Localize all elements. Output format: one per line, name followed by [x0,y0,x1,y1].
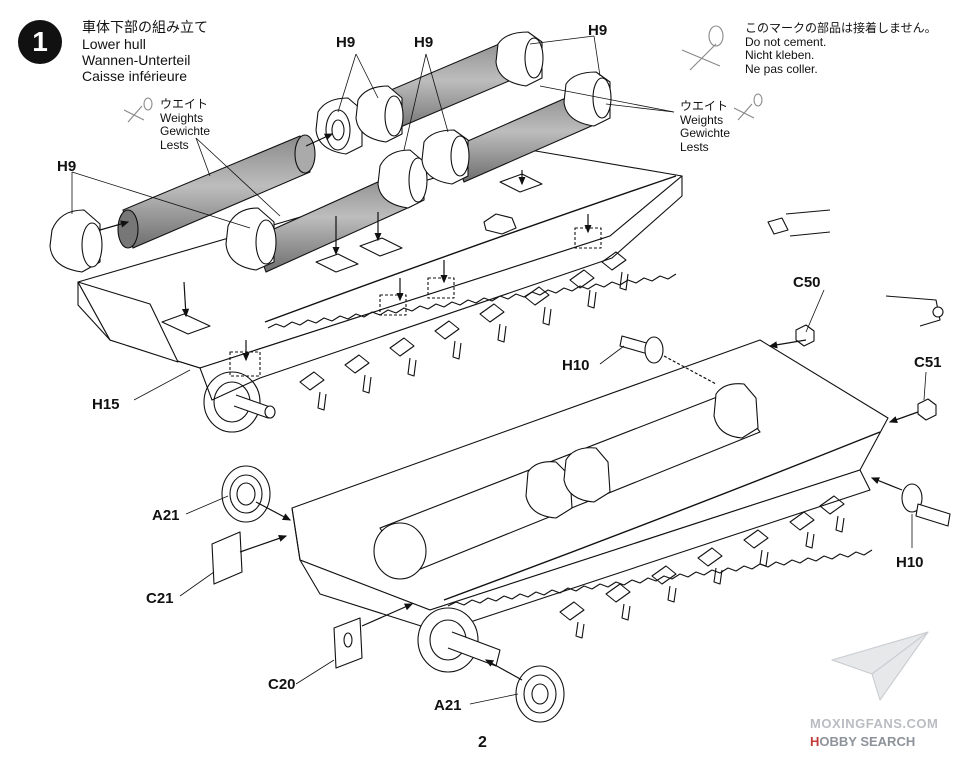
step-title-en: Lower hull [82,36,146,52]
watermark-brand-text: OBBY SEARCH [819,734,916,749]
watermark-brand: HOBBY SEARCH [810,734,915,749]
step-number: 1 [32,26,48,57]
weights-left-fr: Lests [160,137,189,152]
part-label-c51: C51 [914,354,942,371]
part-label-h9: H9 [588,22,608,39]
part-label-h9: H9 [57,158,77,175]
part-label-c21: C21 [146,590,174,607]
step-number-badge: 1 [18,20,62,64]
no-cement-jp: このマークの部品は接着しません。 [745,21,937,35]
weights-left-de: Gewichte [160,124,211,138]
step-title-fr: Caisse inférieure [82,68,188,84]
weights-left-jp: ウエイト [160,97,209,111]
part-label-h9: H9 [336,34,356,51]
small-parts [211,209,951,723]
part-label-a21: A21 [434,697,462,714]
part-label-h10: H10 [562,357,590,374]
h9-caps [49,31,612,273]
part-label-a21: A21 [152,507,180,524]
part-label-c50: C50 [793,274,821,291]
lower-hull-half [291,339,889,673]
weights-callout-right: ウエイト Weights Gewichte Lests [680,99,731,154]
watermark-site: MOXINGFANS.COM [810,716,939,731]
weights-right-en: Weights [680,112,724,127]
weights-right-de: Gewichte [680,126,731,140]
upper-hull-half [77,149,683,433]
part-label-h9: H9 [414,34,434,51]
leader-lines [71,35,927,705]
assembly-arrows [99,133,919,681]
watermark-logo [831,631,929,701]
no-cement-en: Do not cement. [745,34,827,49]
no-cement-de: Nicht kleben. [745,48,815,62]
weights-right-jp: ウエイト [680,99,729,113]
page-number: 2 [478,734,487,751]
no-cement-fr: Ne pas coller. [745,61,818,76]
no-cement-legend: このマークの部品は接着しません。 Do not cement. Nicht kl… [745,21,937,76]
step-title-de: Wannen-Unterteil [82,52,191,68]
step-title-block: 車体下部の組み立て Lower hull Wannen-Unterteil Ca… [82,20,208,84]
no-cement-icon [123,25,763,123]
part-label-h15: H15 [92,396,120,413]
weights-left-en: Weights [160,110,204,125]
step-title-jp: 車体下部の組み立て [82,20,208,36]
part-label-c20: C20 [268,676,296,693]
weights-right-fr: Lests [680,139,709,154]
weights-callout-left: ウエイト Weights Gewichte Lests [160,97,211,152]
watermark-logo-letter: H [810,734,820,749]
part-label-h10: H10 [896,554,924,571]
